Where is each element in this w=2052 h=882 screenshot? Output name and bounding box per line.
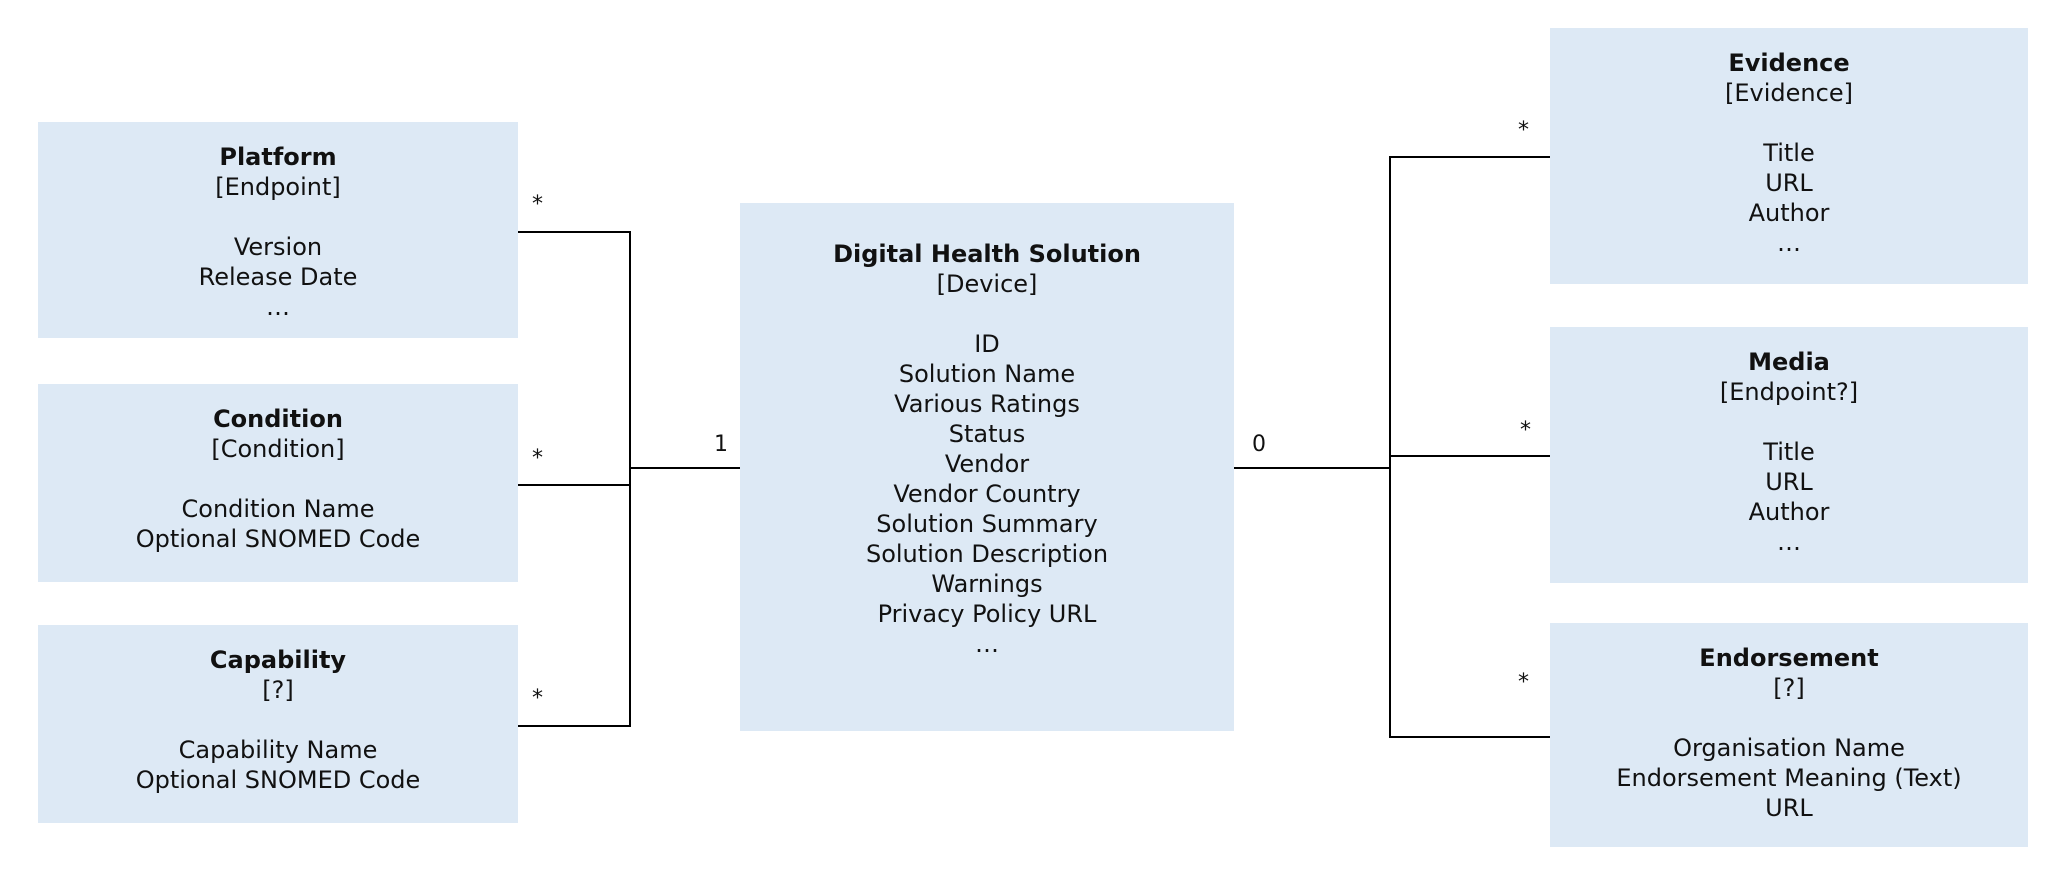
solution-left-multiplicity: 1 xyxy=(714,432,728,457)
entity-type: [Evidence] xyxy=(1725,79,1853,107)
attribute: … xyxy=(1777,229,1801,257)
entity-title: Evidence xyxy=(1728,49,1850,77)
attribute: Author xyxy=(1748,498,1830,526)
attribute: Various Ratings xyxy=(894,390,1080,418)
condition-entity: Condition [Condition] Condition Name Opt… xyxy=(38,384,518,582)
attribute: Title xyxy=(1763,438,1815,466)
capability-connector xyxy=(518,468,631,727)
entity-title: Condition xyxy=(213,405,343,433)
evidence-multiplicity: * xyxy=(1518,118,1529,143)
attribute: … xyxy=(265,293,290,321)
attribute-list: ID Solution Name Various Ratings Status … xyxy=(866,329,1108,659)
attribute: … xyxy=(1777,528,1801,556)
attribute-list: Organisation Name Endorsement Meaning (T… xyxy=(1616,733,1961,823)
condition-multiplicity: * xyxy=(532,446,543,471)
attribute: Status xyxy=(948,420,1026,448)
attribute: Solution Name xyxy=(898,360,1076,388)
attribute: Warnings xyxy=(931,570,1043,598)
entity-title: Endorsement xyxy=(1699,644,1879,672)
attribute: Condition Name xyxy=(181,495,375,523)
entity-type: [?] xyxy=(262,676,294,704)
attribute: ID xyxy=(974,330,1000,358)
attribute: URL xyxy=(1765,468,1813,496)
media-multiplicity: * xyxy=(1520,418,1531,443)
entity-title: Platform xyxy=(219,143,337,171)
solution-entity: Digital Health Solution [Device] ID Solu… xyxy=(740,203,1234,731)
attribute: URL xyxy=(1765,169,1813,197)
attribute: Capability Name xyxy=(178,736,378,764)
attribute: Solution Description xyxy=(865,540,1109,568)
attribute: Vendor xyxy=(944,450,1030,478)
platform-multiplicity: * xyxy=(532,192,543,217)
evidence-connector xyxy=(1389,156,1550,738)
attribute: Organisation Name xyxy=(1673,734,1905,762)
attribute: Privacy Policy URL xyxy=(877,600,1097,628)
attribute: Optional SNOMED Code xyxy=(135,766,421,794)
attribute: Solution Summary xyxy=(876,510,1098,538)
attribute: URL xyxy=(1765,794,1813,822)
evidence-entity: Evidence [Evidence] Title URL Author … xyxy=(1550,28,2028,284)
attribute: Endorsement Meaning (Text) xyxy=(1616,764,1962,792)
entity-type: [?] xyxy=(1773,674,1805,702)
attribute-list: Title URL Author … xyxy=(1749,437,1830,557)
entity-title: Media xyxy=(1748,348,1830,376)
entity-type: [Condition] xyxy=(211,435,345,463)
endorsement-entity: Endorsement [?] Organisation Name Endors… xyxy=(1550,623,2028,847)
attribute-list: Condition Name Optional SNOMED Code xyxy=(136,494,421,554)
entity-type: [Endpoint?] xyxy=(1719,378,1859,406)
attribute: Version xyxy=(233,233,323,261)
entity-title: Digital Health Solution xyxy=(833,240,1141,268)
capability-entity: Capability [?] Capability Name Optional … xyxy=(38,625,518,823)
attribute-list: Capability Name Optional SNOMED Code xyxy=(136,735,421,795)
endorsement-multiplicity: * xyxy=(1518,670,1529,695)
platform-connector xyxy=(518,231,631,468)
attribute-list: Title URL Author … xyxy=(1749,138,1830,258)
attribute: … xyxy=(975,630,999,658)
entity-title: Capability xyxy=(209,646,347,674)
attribute: Author xyxy=(1748,199,1830,227)
attribute: Title xyxy=(1763,139,1815,167)
entity-type: [Endpoint] xyxy=(215,173,341,201)
platform-entity: Platform [Endpoint] Version Release Date… xyxy=(38,122,518,338)
solution-right-multiplicity: 0 xyxy=(1252,432,1266,457)
attribute: Optional SNOMED Code xyxy=(135,525,421,553)
capability-multiplicity: * xyxy=(532,686,543,711)
attribute: Release Date xyxy=(198,263,358,291)
media-entity: Media [Endpoint?] Title URL Author … xyxy=(1550,327,2028,583)
entity-type: [Device] xyxy=(936,270,1038,298)
attribute: Vendor Country xyxy=(893,480,1081,508)
attribute-list: Version Release Date … xyxy=(199,232,358,322)
